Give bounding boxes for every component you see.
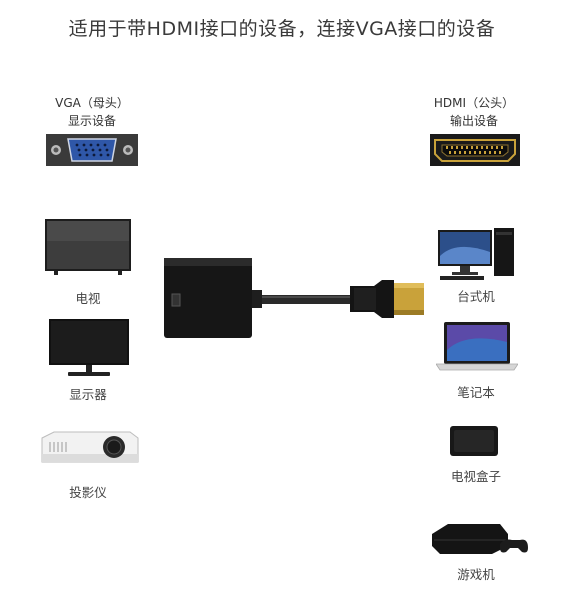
laptop-icon [436,320,518,372]
device-label-desktop-pc: 台式机 [457,289,495,304]
device-label-laptop: 笔记本 [457,385,495,400]
page-title: 适用于带HDMI接口的设备，连接VGA接口的设备 [68,18,496,40]
device-label-tv: 电视 [75,291,101,306]
tv-box-icon [448,424,500,458]
device-label-game-console: 游戏机 [457,567,495,582]
hdmi-port-label-line1: HDMI（公头） [433,96,515,110]
monitor-icon [48,318,130,378]
tv-icon [44,218,132,276]
game-console-icon [430,520,530,558]
vga-port-label: VGA（母头） 显示设备 [42,94,142,130]
vga-port-label-line2: 显示设备 [67,114,116,128]
vga-port-icon [46,134,138,166]
hdmi-port-icon [430,134,520,166]
device-label-tv-box: 电视盒子 [450,469,501,484]
vga-port-label-line1: VGA（母头） [55,96,129,110]
desktop-pc-icon [436,226,516,282]
device-label-projector: 投影仪 [69,485,107,500]
device-label-monitor: 显示器 [69,387,107,402]
adapter-cable-image [160,250,440,346]
projector-icon [40,428,140,468]
hdmi-port-label: HDMI（公头） 输出设备 [424,94,524,130]
hdmi-port-label-line2: 输出设备 [449,114,498,128]
